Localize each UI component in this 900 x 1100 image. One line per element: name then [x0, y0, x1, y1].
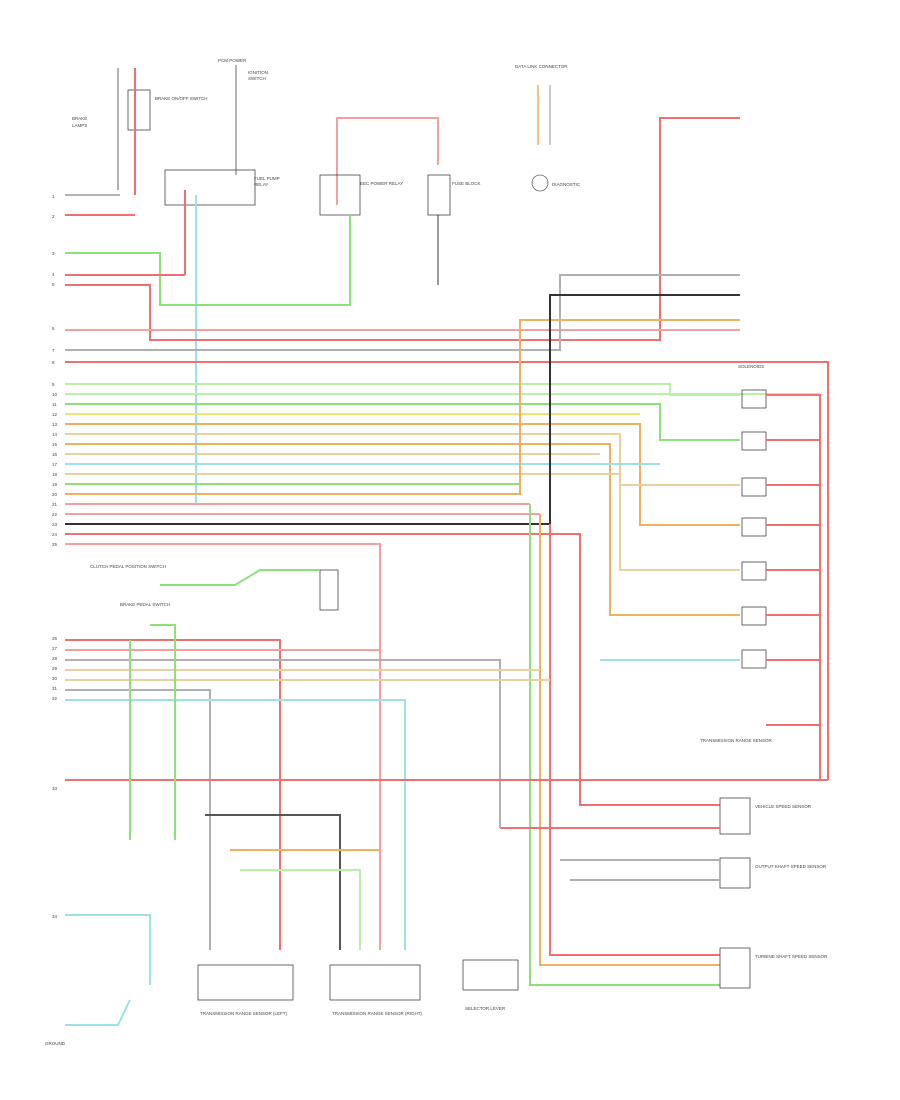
svg-text:10: 10	[52, 392, 58, 397]
vss-sensor	[719, 797, 751, 835]
svg-text:5: 5	[52, 282, 55, 287]
tr-left-connector	[197, 964, 294, 1001]
svg-text:2: 2	[52, 214, 55, 219]
svg-text:8: 8	[52, 360, 55, 365]
svg-text:24: 24	[52, 532, 58, 537]
svg-text:27: 27	[52, 646, 58, 651]
solenoid-column: SOLENOIDS TRANSMISSION RANGE SENSOR	[700, 364, 821, 780]
shift-solenoid-b	[741, 431, 767, 451]
fuse-block-label: FUSE BLOCK	[452, 181, 481, 186]
svg-text:15: 15	[52, 442, 58, 447]
svg-text:19: 19	[52, 482, 58, 487]
svg-text:FUEL PUMP: FUEL PUMP	[254, 176, 280, 181]
lower-right-sensors: VEHICLE SPEED SENSOR OUTPUT SHAFT SPEED …	[500, 797, 828, 989]
lower-harness	[65, 639, 828, 985]
svg-text:23: 23	[52, 522, 58, 527]
eec-relay-label: EEC POWER RELAY	[360, 181, 403, 186]
svg-text:28: 28	[52, 656, 58, 661]
pcm-power-group: PCM POWER IGNITION SWITCH FUEL PUMP RELA…	[164, 58, 280, 505]
tft-sensor	[741, 606, 767, 626]
tss-sensor	[719, 947, 751, 989]
svg-text:SWITCH: SWITCH	[248, 76, 266, 81]
bottom-connectors: TRANSMISSION RANGE SENSOR (LEFT) TRANSMI…	[45, 959, 519, 1046]
svg-text:32: 32	[52, 696, 58, 701]
svg-text:33: 33	[52, 786, 58, 791]
svg-text:21: 21	[52, 502, 58, 507]
tr-right-connector	[329, 964, 421, 1001]
ground-label: GROUND	[45, 1041, 66, 1046]
svg-text:9: 9	[52, 382, 55, 387]
svg-text:14: 14	[52, 432, 58, 437]
brake-switch-label: BRAKE ON/OFF SWITCH	[155, 96, 208, 101]
shift-solenoid-a	[741, 389, 767, 409]
svg-text:13: 13	[52, 422, 58, 427]
solenoids-label: SOLENOIDS	[738, 364, 764, 369]
tcc-solenoid	[741, 477, 767, 497]
svg-text:22: 22	[52, 512, 58, 517]
diagnostic-label: DIAGNOSTIC	[552, 182, 581, 187]
svg-text:16: 16	[52, 452, 58, 457]
oss-label: OUTPUT SHAFT SPEED SENSOR	[755, 864, 827, 869]
tr-right-label: TRANSMISSION RANGE SENSOR (RIGHT)	[332, 1011, 423, 1016]
selector-connector	[462, 959, 519, 991]
clutch-switch-label: CLUTCH PEDAL POSITION SWITCH	[90, 564, 166, 569]
svg-text:30: 30	[52, 676, 58, 681]
tss-label: TURBINE SHAFT SPEED SENSOR	[755, 954, 828, 959]
data-link-label: DATA LINK CONNECTOR	[515, 64, 568, 69]
coast-clutch-solenoid	[741, 561, 767, 581]
tr-sensor-right	[741, 649, 767, 669]
svg-text:12: 12	[52, 412, 58, 417]
svg-text:1: 1	[52, 194, 55, 199]
svg-text:25: 25	[52, 542, 58, 547]
vss-label: VEHICLE SPEED SENSOR	[755, 804, 812, 809]
epc-solenoid	[741, 517, 767, 537]
svg-text:4: 4	[52, 272, 55, 277]
svg-text:3: 3	[52, 251, 55, 256]
svg-text:34: 34	[52, 914, 58, 919]
svg-text:18: 18	[52, 472, 58, 477]
svg-text:26: 26	[52, 636, 58, 641]
svg-text:BRAKE: BRAKE	[72, 116, 87, 121]
svg-text:20: 20	[52, 492, 58, 497]
left-pin-column: 1 2 3 4 5 6 7 8 9 10 11 12 13 14 15 16 1…	[52, 194, 58, 919]
svg-text:17: 17	[52, 462, 58, 467]
svg-text:6: 6	[52, 326, 55, 331]
svg-text:31: 31	[52, 686, 58, 691]
transmission-range-label: TRANSMISSION RANGE SENSOR	[700, 738, 773, 743]
tr-left-label: TRANSMISSION RANGE SENSOR (LEFT)	[200, 1011, 288, 1016]
clutch-switch-group: CLUTCH PEDAL POSITION SWITCH BRAKE PEDAL…	[90, 564, 339, 640]
eec-relay-group: EEC POWER RELAY FUSE BLOCK	[319, 117, 481, 300]
data-link-group: DATA LINK CONNECTOR DIAGNOSTIC	[515, 64, 581, 192]
svg-text:29: 29	[52, 666, 58, 671]
pcm-power-label: PCM POWER	[218, 58, 247, 63]
selector-label: SELECTOR LEVER	[465, 1006, 506, 1011]
svg-text:11: 11	[52, 402, 57, 407]
brake-switch-group: BRAKE ON/OFF SWITCH BRAKE LAMPS	[72, 68, 208, 195]
svg-text:RELAY: RELAY	[254, 182, 268, 187]
svg-text:LAMPS: LAMPS	[72, 123, 87, 128]
oss-sensor	[719, 857, 751, 889]
svg-text:7: 7	[52, 348, 55, 353]
svg-text:IGNITION: IGNITION	[248, 70, 268, 75]
harness-wires	[65, 117, 829, 986]
brake-switch-lower-label: BRAKE PEDAL SWITCH	[120, 602, 170, 607]
